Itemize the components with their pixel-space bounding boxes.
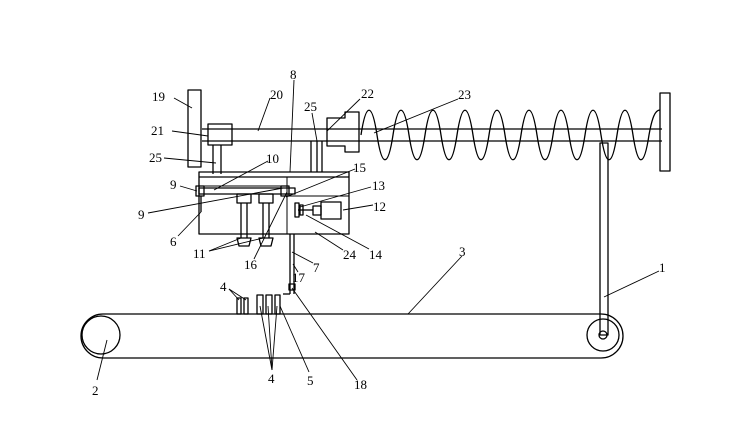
label-8: 8 (290, 67, 297, 82)
belt-items (236, 294, 281, 315)
cylinder-left (236, 193, 252, 247)
label-17: 17 (292, 270, 306, 285)
label-25-lower: 25 (149, 150, 162, 165)
right-end-plate (659, 92, 671, 172)
spring-seat (326, 111, 360, 153)
label-1: 1 (659, 260, 666, 275)
rod-collar (288, 283, 296, 291)
helical-spring (360, 109, 661, 161)
label-22: 22 (361, 86, 374, 101)
label-21: 21 (151, 123, 164, 138)
label-23: 23 (458, 87, 471, 102)
label-25-upper: 25 (304, 99, 317, 114)
label-6: 6 (170, 234, 177, 249)
right-roller (586, 318, 620, 352)
label-18: 18 (354, 377, 367, 392)
label-10: 10 (266, 151, 279, 166)
main-frame (198, 171, 350, 235)
slider-block (207, 123, 233, 146)
cylinder-right (258, 193, 274, 247)
label-20: 20 (270, 87, 283, 102)
label-14: 14 (369, 247, 383, 262)
leader-lines (96, 79, 660, 381)
left-end-plate (187, 89, 202, 168)
label-13: 13 (372, 178, 385, 193)
label-16: 16 (244, 257, 258, 272)
label-5: 5 (307, 373, 314, 388)
vertical-support (599, 142, 609, 336)
label-3: 3 (459, 244, 466, 259)
top-rail (202, 128, 662, 142)
reference-labels: 1 2 3 4 4 5 6 7 8 9 9 10 11 12 13 14 15 … (92, 67, 666, 398)
label-24: 24 (343, 247, 357, 262)
left-roller (81, 315, 121, 355)
label-12: 12 (373, 199, 386, 214)
conveyor-belt (80, 313, 624, 359)
label-7: 7 (313, 260, 320, 275)
label-15: 15 (353, 160, 366, 175)
label-4-bottom: 4 (268, 371, 275, 386)
label-11: 11 (193, 246, 206, 261)
label-19: 19 (152, 89, 165, 104)
motor (294, 201, 342, 220)
label-4-top: 4 (220, 279, 227, 294)
label-9-lower: 9 (138, 207, 145, 222)
label-9-upper: 9 (170, 177, 177, 192)
label-2: 2 (92, 383, 99, 398)
